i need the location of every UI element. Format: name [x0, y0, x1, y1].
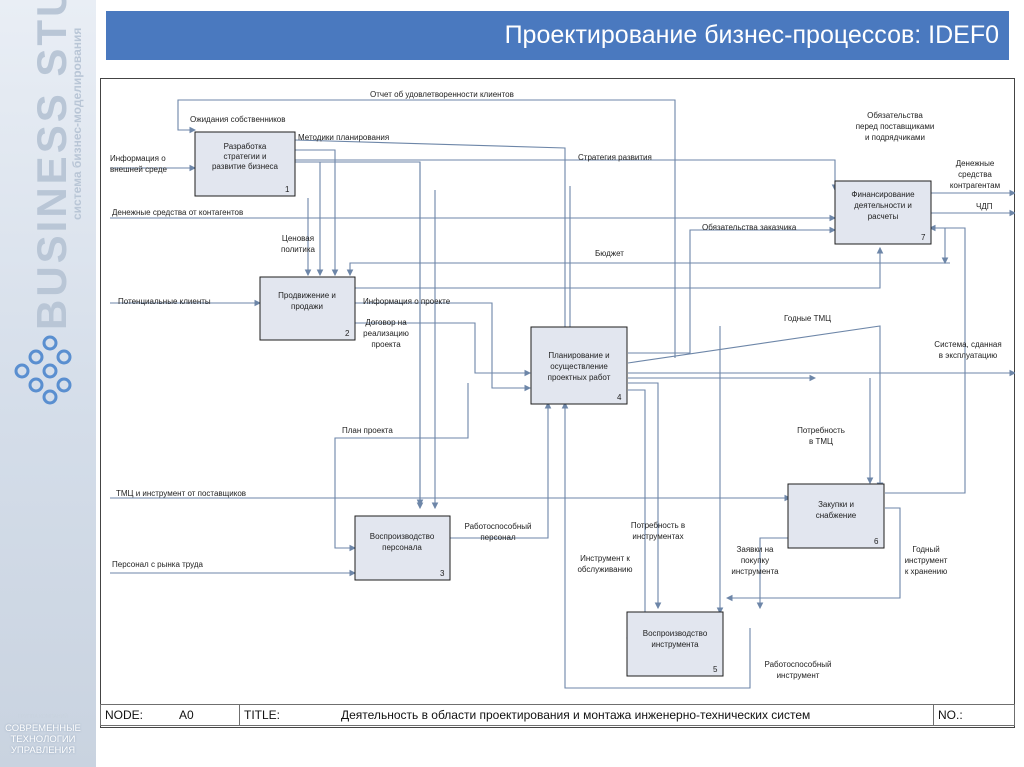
- label-need-tmc-2: в ТМЦ: [809, 437, 833, 446]
- label-good-tool-3: к хранению: [905, 567, 947, 576]
- label-owners: Ожидания собственников: [190, 115, 286, 124]
- label-tool-service-1: Инструмент к: [580, 554, 630, 563]
- function-box-1[interactable]: Разработка стратегии и развитие бизнеса …: [194, 131, 296, 197]
- svg-text:2: 2: [345, 329, 350, 338]
- footer-no-label: NO.:: [933, 705, 963, 725]
- function-box-5[interactable]: Воспроизводство инструмента 5: [626, 611, 724, 677]
- label-contract-1: Договор на: [365, 318, 407, 327]
- svg-text:инструмента: инструмента: [651, 640, 699, 649]
- svg-text:деятельности и: деятельности и: [854, 201, 912, 210]
- svg-text:Разработка: Разработка: [224, 142, 267, 151]
- function-box-7[interactable]: Финансирование деятельности и расчеты 7: [834, 180, 932, 245]
- label-money-to-contr-3: контрагентам: [950, 181, 1000, 190]
- label-price-2: политика: [281, 245, 316, 254]
- label-system-1: Система, сданная: [934, 340, 1001, 349]
- svg-text:3: 3: [440, 569, 445, 578]
- svg-text:расчеты: расчеты: [868, 212, 899, 221]
- label-tool-requests-1: Заявки на: [737, 545, 774, 554]
- label-good-tool-1: Годный: [912, 545, 939, 554]
- company-logo: ГРУППА КОМПАНИЙ СОВРЕМЕННЫЕ ТЕХНОЛОГИИ У…: [5, 714, 81, 756]
- label-money-contr: Денежные средства от контагентов: [112, 208, 243, 217]
- label-report: Отчет об удовлетворенности клиентов: [370, 90, 514, 99]
- svg-text:Планирование и: Планирование и: [548, 351, 609, 360]
- label-need-tmc-1: Потребность: [797, 426, 845, 435]
- label-tool-requests-2: покупку: [741, 556, 769, 565]
- label-budget: Бюджет: [595, 249, 624, 258]
- page-title: Проектирование бизнес-процессов: IDEF0: [504, 21, 999, 49]
- label-oblig-sup-2: перед поставщиками: [856, 122, 935, 131]
- label-strategy: Стратегия развития: [578, 153, 652, 162]
- label-oblig-sup-3: и подрядчиками: [865, 133, 925, 142]
- svg-text:Воспроизводство: Воспроизводство: [643, 629, 708, 638]
- label-system-2: в эксплуатацию: [939, 351, 997, 360]
- brand-wordmark: BUSINESS STUDIO: [28, 0, 75, 330]
- label-working-tool-2: инструмент: [777, 671, 820, 680]
- diagram-frame: [100, 78, 1015, 728]
- footer-node-label: NODE:: [105, 708, 144, 722]
- label-staff-market: Персонал с рынка труда: [112, 560, 204, 569]
- label-info-ext-1: Информация о: [110, 154, 166, 163]
- label-working-staff-2: персонал: [480, 533, 516, 542]
- label-money-to-contr-2: средства: [958, 170, 992, 179]
- svg-text:развитие бизнеса: развитие бизнеса: [212, 162, 279, 171]
- label-info-project: Информация о проекте: [363, 297, 451, 306]
- function-box-2[interactable]: Продвижение и продажи 2: [259, 276, 356, 341]
- label-need-tools-1: Потребность в: [631, 521, 685, 530]
- svg-text:6: 6: [874, 537, 879, 546]
- label-methods: Методики планирования: [298, 133, 389, 142]
- function-box-6[interactable]: Закупки и снабжение 6: [787, 483, 885, 549]
- svg-text:продажи: продажи: [291, 302, 323, 311]
- svg-text:снабжение: снабжение: [816, 511, 857, 520]
- footer-title-label: TITLE:: [239, 705, 280, 725]
- label-potential: Потенциальные клиенты: [118, 297, 211, 306]
- label-tmc-in: ТМЦ и инструмент от поставщиков: [116, 489, 246, 498]
- diagram-footer: NODE: A0 TITLE: Деятельность в области п…: [100, 704, 1015, 726]
- label-tool-service-2: обслуживанию: [577, 565, 632, 574]
- label-good-tool-2: инструмент: [905, 556, 948, 565]
- svg-text:5: 5: [713, 665, 718, 674]
- svg-text:4: 4: [617, 393, 622, 402]
- label-plan: План проекта: [342, 426, 393, 435]
- label-info-ext-2: внешней среде: [110, 165, 167, 174]
- title-bar: Проектирование бизнес-процессов: IDEF0: [106, 11, 1009, 60]
- label-oblig-sup-1: Обязательства: [867, 111, 923, 120]
- svg-text:7: 7: [921, 233, 926, 242]
- label-working-staff-1: Работоспособный: [465, 522, 532, 531]
- function-box-4[interactable]: Планирование и осуществление проектных р…: [530, 326, 628, 405]
- idef0-diagram: Разработка стратегии и развитие бизнеса …: [100, 78, 1017, 728]
- label-contract-3: проекта: [371, 340, 401, 349]
- label-contract-2: реализацию: [363, 329, 409, 338]
- arrow-labels: Отчет об удовлетворенности клиентов Ожид…: [110, 90, 1002, 680]
- svg-text:проектных работ: проектных работ: [548, 373, 611, 382]
- label-chdp: ЧДП: [976, 202, 993, 211]
- label-need-tools-2: инструментах: [632, 532, 683, 541]
- svg-text:осуществление: осуществление: [550, 362, 608, 371]
- footer-title-value: Деятельность в области проектирования и …: [341, 708, 811, 722]
- svg-text:Продвижение и: Продвижение и: [278, 291, 336, 300]
- label-working-tool-1: Работоспособный: [765, 660, 832, 669]
- svg-text:Воспроизводство: Воспроизводство: [370, 532, 435, 541]
- svg-text:1: 1: [285, 185, 290, 194]
- footer-node-value: A0: [179, 708, 194, 722]
- sidebar-branding: система бизнес-моделирования BUSINESS ST…: [0, 0, 96, 767]
- label-price-1: Ценовая: [282, 234, 314, 243]
- label-money-to-contr-1: Денежные: [956, 159, 995, 168]
- svg-text:стратегии и: стратегии и: [224, 152, 267, 161]
- logo-dots-icon: [14, 335, 72, 405]
- function-box-3[interactable]: Воспроизводство персонала 3: [354, 515, 451, 581]
- label-good-tmc: Годные ТМЦ: [784, 314, 831, 323]
- diagram-canvas: Разработка стратегии и развитие бизнеса …: [100, 78, 1017, 728]
- label-tool-requests-3: инструмента: [731, 567, 779, 576]
- svg-text:персонала: персонала: [382, 543, 422, 552]
- label-oblig-cust: Обязательства заказчика: [702, 223, 797, 232]
- svg-text:Закупки и: Закупки и: [818, 500, 854, 509]
- arrow-set: [110, 99, 1017, 689]
- svg-text:Финансирование: Финансирование: [851, 190, 915, 199]
